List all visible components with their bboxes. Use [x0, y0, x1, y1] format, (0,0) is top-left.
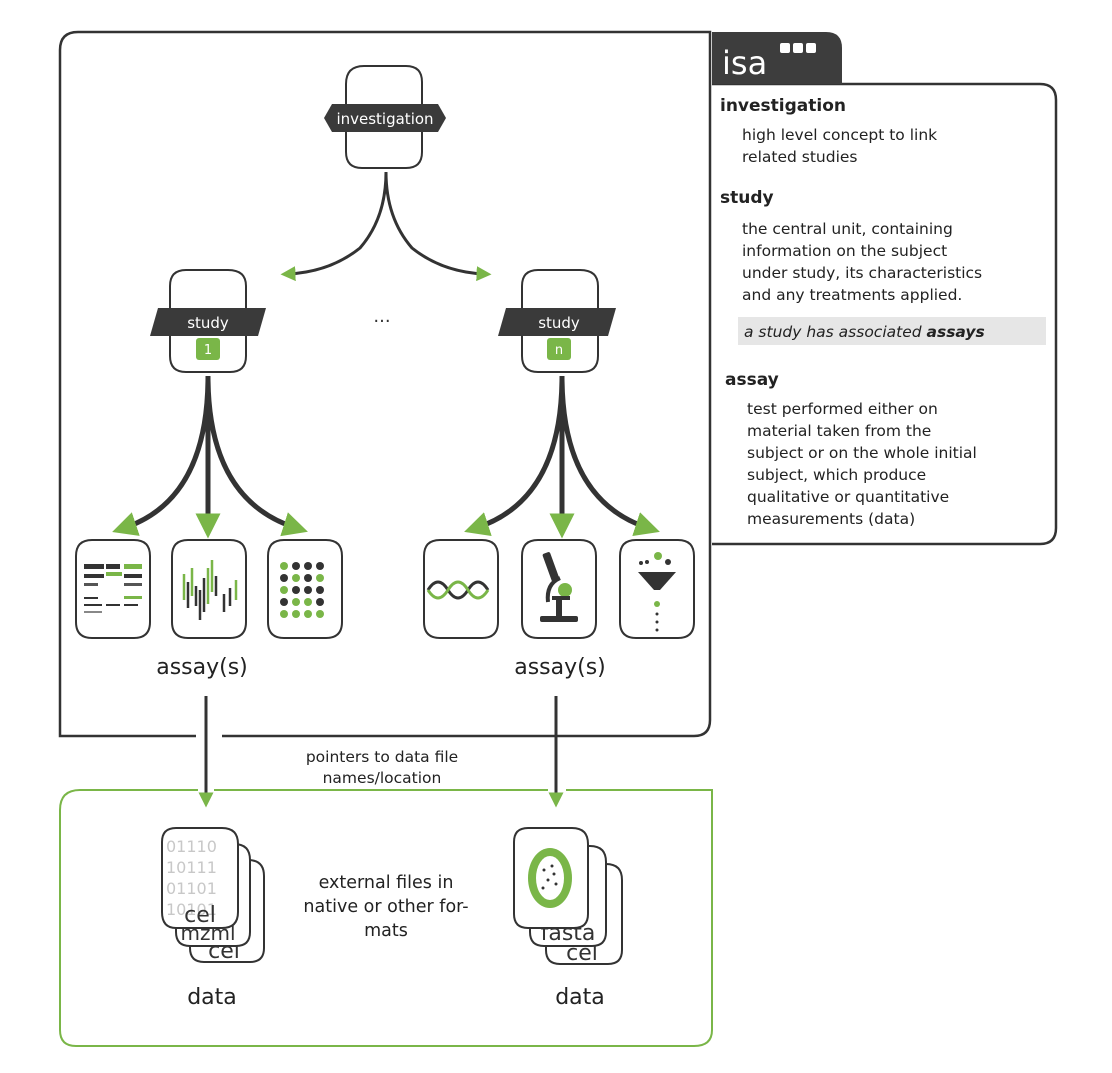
- binary-row: 01110: [166, 837, 217, 856]
- binary-row: 10101: [166, 900, 217, 919]
- study-1-assay-edges: [112, 375, 308, 539]
- legend-assay-line: measurements (data): [747, 510, 915, 528]
- legend-assay-line: test performed either on: [747, 400, 938, 418]
- data-frame: [59, 789, 713, 1047]
- investigation-label: investigation: [336, 110, 433, 128]
- table-icon: [84, 564, 142, 613]
- assay-card: [171, 539, 247, 639]
- isa-brand: isa: [722, 44, 767, 82]
- legend-study-line: and any treatments applied.: [742, 286, 962, 304]
- assay-card: [521, 539, 597, 639]
- assay-card: [267, 539, 343, 639]
- assay-card: [619, 539, 695, 639]
- legend-assay-line: material taken from the: [747, 422, 931, 440]
- legend-study-line: the central unit, containing: [742, 220, 953, 238]
- data-group-label: data: [187, 985, 237, 1010]
- file-stack-right: cel fasta: [513, 827, 623, 966]
- legend-investigation-line: high level concept to link: [742, 126, 937, 144]
- file-stack-left: cel mzml 01110 10111 01101 10101 cel: [161, 827, 265, 964]
- external-files-line: native or other for-: [303, 897, 468, 917]
- assay-card: [75, 539, 151, 639]
- ellipsis: ...: [373, 306, 390, 327]
- edge-investigation-study-1: [280, 171, 388, 282]
- legend-assay-line: subject, which produce: [747, 466, 926, 484]
- legend-study-line: information on the subject: [742, 242, 947, 260]
- isa-frame: [78, 30, 712, 738]
- pointers-label-line: pointers to data file: [306, 748, 458, 766]
- assay-group-label: assay(s): [156, 655, 248, 680]
- legend-panel: [712, 82, 1058, 546]
- study-n-assay-edges: [464, 375, 660, 539]
- cell-icon: [528, 848, 572, 908]
- data-group-label: data: [555, 985, 605, 1010]
- isa-frame-left: [58, 30, 196, 738]
- study-1-label-band: [150, 308, 266, 336]
- study-n-label-band: [498, 308, 616, 336]
- legend-investigation-term: investigation: [720, 96, 846, 116]
- funnel-icon: [638, 552, 676, 632]
- study-n-badge-text: n: [555, 343, 563, 358]
- external-files-line: mats: [364, 921, 408, 941]
- microscope-icon: [540, 552, 578, 622]
- binary-row: 01101: [166, 879, 217, 898]
- study-n-badge: [547, 338, 571, 360]
- investigation-label-band: [324, 104, 446, 132]
- legend-study-term: study: [720, 188, 774, 208]
- study-1-badge: [196, 338, 220, 360]
- isa-logo-icon: [780, 43, 816, 53]
- legend-study-note: a study has associated assays: [744, 323, 985, 341]
- file-name: cel: [184, 903, 216, 928]
- chromatogram-icon: [182, 560, 238, 620]
- legend-assay-line: qualitative or quantitative: [747, 488, 949, 506]
- study-1-badge-text: 1: [204, 343, 212, 358]
- binary-row: 10111: [166, 858, 217, 877]
- dot-grid-icon: [280, 562, 324, 618]
- edge-investigation-study-n: [384, 171, 492, 282]
- external-files-line: external files in: [319, 873, 454, 893]
- legend-investigation-line: related studies: [742, 148, 858, 166]
- study-1-label: study: [187, 314, 229, 332]
- dna-helix-icon: [426, 580, 490, 600]
- legend-assay-term: assay: [725, 370, 779, 390]
- assay-group-label: assay(s): [514, 655, 606, 680]
- legend-study-note-box: [738, 317, 1046, 345]
- legend-assay-line: subject or on the whole initial: [747, 444, 977, 462]
- legend-study-line: under study, its characteristics: [742, 264, 982, 282]
- pointers-label-line: names/location: [323, 769, 442, 787]
- assay-card: [423, 539, 499, 639]
- study-n-label: study: [538, 314, 580, 332]
